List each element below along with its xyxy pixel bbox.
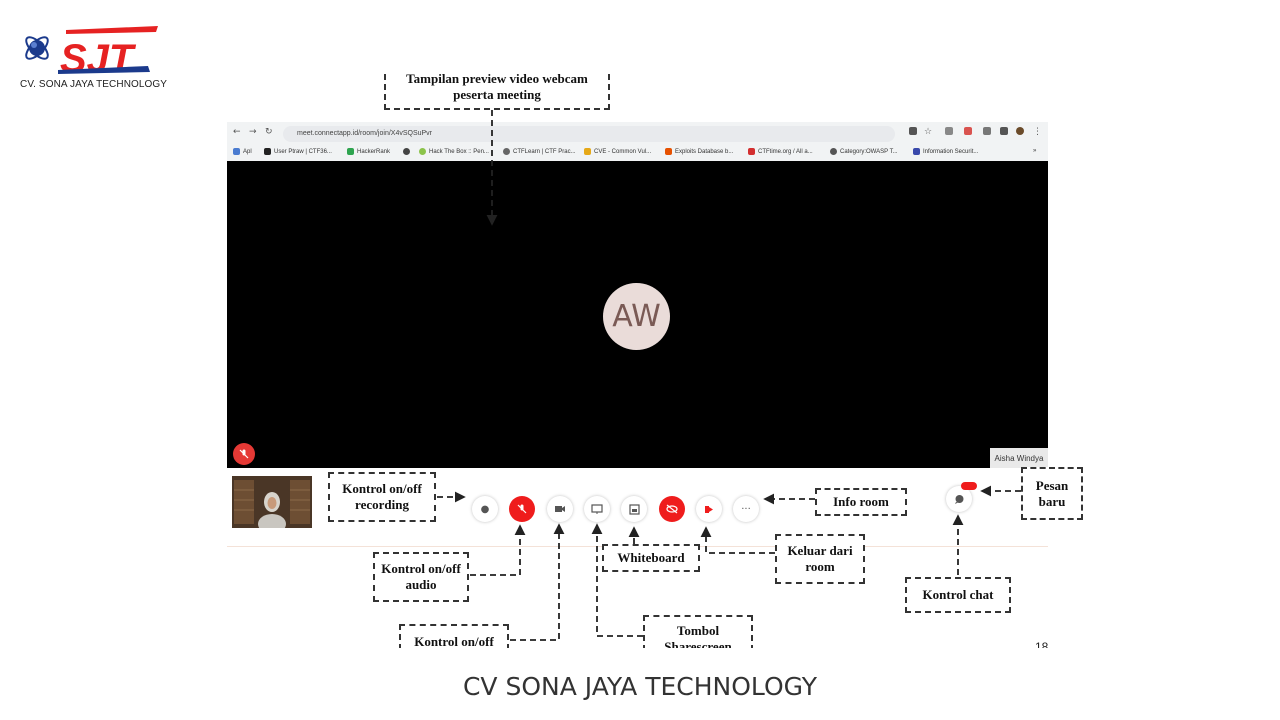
bookmark-item[interactable]: CTFLearn | CTF Prac...	[503, 148, 576, 155]
bookmark-icon	[264, 148, 271, 155]
browser-window: ← → ↻ meet.connectapp.id/room/join/X4vSQ…	[227, 122, 1048, 468]
bookmark-icon	[665, 148, 672, 155]
leave-room-button[interactable]	[696, 496, 722, 522]
chat-button[interactable]	[946, 486, 972, 512]
chat-icon	[954, 494, 963, 504]
callout-whiteboard: Whiteboard	[602, 544, 700, 572]
whiteboard-icon	[628, 503, 640, 515]
more-bookmarks-icon[interactable]: »	[1033, 148, 1037, 154]
callout-chat: Kontrol chat	[905, 577, 1011, 613]
apps-icon	[233, 148, 240, 155]
info-room-button[interactable]: ···	[733, 496, 759, 522]
callout-sharescreen: Tombol Sharescreen	[643, 615, 753, 648]
browser-chrome: ← → ↻ meet.connectapp.id/room/join/X4vSQ…	[227, 122, 1048, 161]
bookmark-item[interactable]: Category:OWASP T...	[830, 148, 898, 155]
address-bar[interactable]: meet.connectapp.id/room/join/X4vSQSuPvr	[283, 126, 895, 142]
globe-logo-icon	[25, 36, 49, 60]
callout-video: Kontrol on/off	[399, 624, 509, 648]
reload-icon[interactable]: ↻	[265, 127, 273, 137]
bookmark-icon	[584, 148, 591, 155]
bookmark-item[interactable]: Apl	[233, 148, 252, 155]
bookmark-item[interactable]: HackerRank	[347, 148, 390, 155]
muted-mic-icon	[233, 443, 255, 465]
bookmark-item[interactable]: Hack The Box :: Pen...	[419, 148, 489, 155]
forward-icon[interactable]: →	[249, 127, 257, 137]
audio-toggle-button[interactable]	[509, 496, 535, 522]
eye-off-icon	[666, 504, 678, 514]
record-icon: ●	[480, 503, 490, 515]
slide: Tampilan preview video webcam peserta me…	[170, 70, 1110, 648]
camera-icon	[555, 506, 565, 512]
extension-icon[interactable]	[983, 127, 991, 135]
bookmark-icon	[347, 148, 354, 155]
mic-off-icon	[517, 504, 527, 514]
whiteboard-button[interactable]	[621, 496, 647, 522]
footer-title: CV SONA JAYA TECHNOLOGY	[462, 672, 818, 701]
bookmark-icon	[403, 148, 410, 155]
participant-name-tag: Aisha Windya	[990, 448, 1048, 468]
bookmark-icon	[748, 148, 755, 155]
view-toggle-button[interactable]	[659, 496, 685, 522]
record-button[interactable]: ●	[472, 496, 498, 522]
camera-icon[interactable]	[909, 127, 917, 135]
exit-icon	[704, 505, 713, 513]
more-icon: ···	[741, 503, 751, 515]
sharescreen-button[interactable]	[584, 496, 610, 522]
menu-icon[interactable]: ⋮	[1033, 127, 1042, 137]
bookmark-icon	[913, 148, 920, 155]
bookmark-item[interactable]	[403, 148, 413, 155]
bookmark-icon	[830, 148, 837, 155]
video-toggle-button[interactable]	[547, 496, 573, 522]
bookmarks-bar: Apl User Ptraw | CTF36... HackerRank Hac…	[227, 144, 1048, 161]
webcam-preview-image	[232, 476, 312, 528]
back-icon[interactable]: ←	[233, 127, 241, 137]
mic-off-icon	[239, 449, 249, 459]
monitor-icon	[591, 503, 603, 514]
new-message-badge	[961, 482, 977, 490]
bookmark-item[interactable]: CTFtime.org / All a...	[748, 148, 813, 155]
callout-info: Info room	[815, 488, 907, 516]
extension-icon[interactable]	[945, 127, 953, 135]
bookmark-item[interactable]: Exploits Database b...	[665, 148, 733, 155]
self-video-thumbnail[interactable]	[232, 476, 312, 528]
bookmark-item[interactable]: Information Securit...	[913, 148, 978, 155]
star-icon[interactable]: ☆	[924, 127, 933, 137]
callout-preview: Tampilan preview video webcam peserta me…	[384, 70, 610, 110]
bookmark-item[interactable]: CVE - Common Vul...	[584, 148, 651, 155]
callout-new-message: Pesan baru	[1021, 467, 1083, 520]
profile-avatar[interactable]	[1016, 127, 1024, 135]
extension-icon[interactable]	[964, 127, 972, 135]
url-text: meet.connectapp.id/room/join/X4vSQSuPvr	[297, 130, 433, 137]
puzzle-icon[interactable]	[1000, 127, 1008, 135]
participant-avatar: AW	[603, 283, 670, 350]
company-caption: CV. SONA JAYA TECHNOLOGY	[20, 79, 168, 90]
page-number: 18	[1035, 640, 1049, 648]
bookmark-icon	[419, 148, 426, 155]
callout-audio: Kontrol on/off audio	[373, 552, 469, 602]
bookmark-item[interactable]: User Ptraw | CTF36...	[264, 148, 332, 155]
callout-leave: Keluar dari room	[775, 534, 865, 584]
callout-recording: Kontrol on/off recording	[328, 472, 436, 522]
sjt-logo: SJT	[58, 26, 158, 76]
bookmark-icon	[503, 148, 510, 155]
